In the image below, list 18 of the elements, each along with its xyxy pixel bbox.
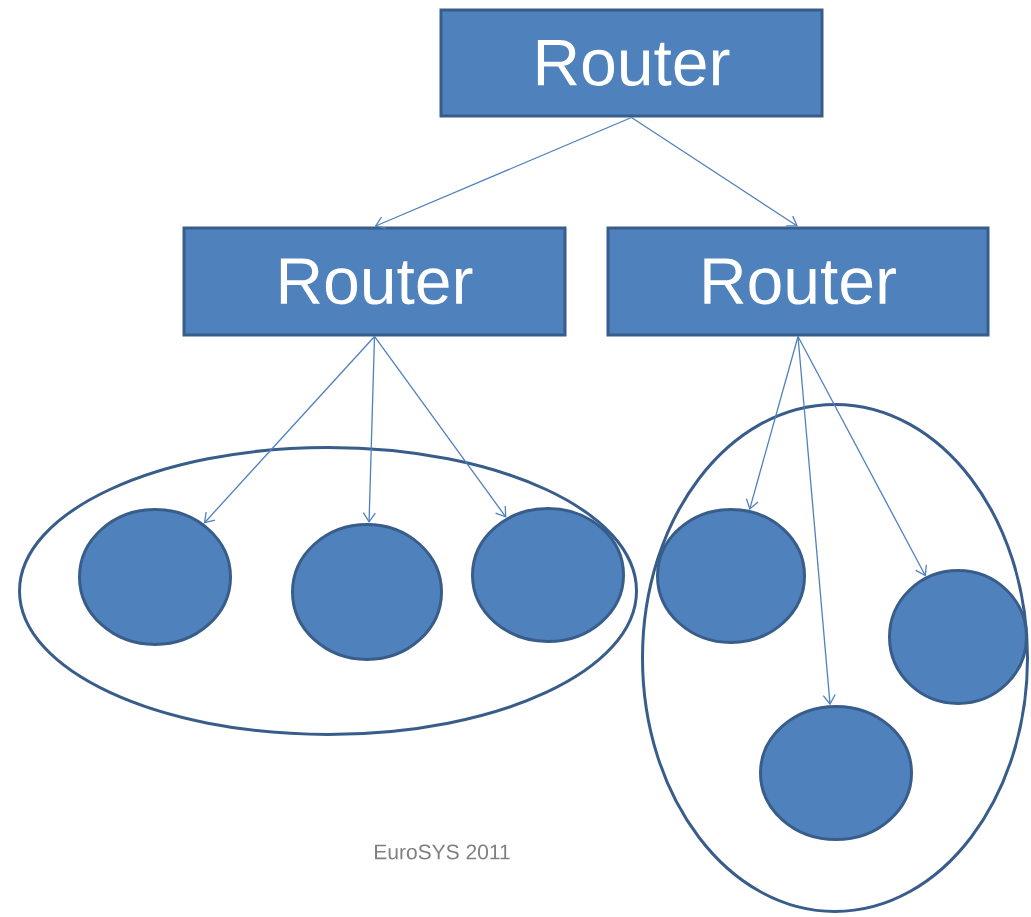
host-circle [471,507,625,643]
arrow [797,335,836,706]
router-box: Router [606,226,990,337]
host-circle [759,705,913,841]
arrow [745,335,799,511]
host-circle [656,508,806,644]
arrow [373,335,507,518]
host-circle [291,523,443,661]
host-circle [888,569,1028,705]
router-box: Router [182,226,567,337]
arrow [630,116,798,227]
arrow [374,116,633,229]
router-box: Router [439,8,824,118]
footer-text: EuroSYS 2011 [375,844,510,860]
arrow [203,335,376,524]
host-circle [78,508,232,646]
arrow [362,335,376,523]
arrow [797,335,927,577]
